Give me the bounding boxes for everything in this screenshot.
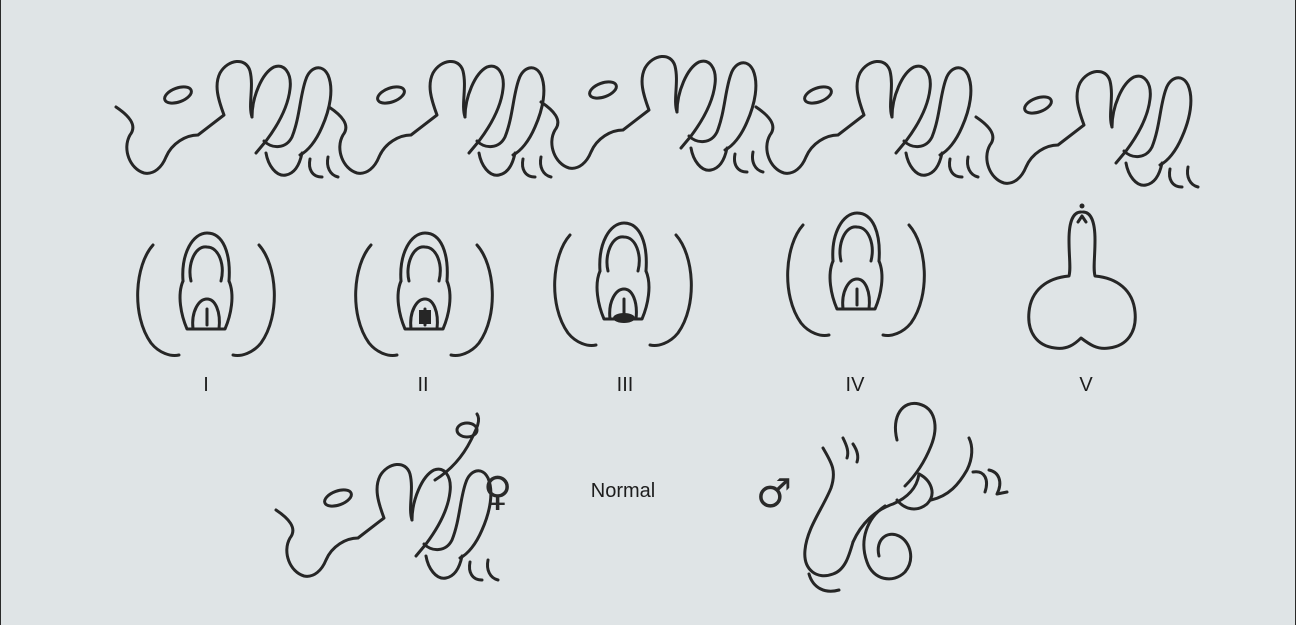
- sagittal-sketch-5: [976, 71, 1198, 187]
- front-sketch-4: [788, 213, 925, 336]
- male-symbol: ♂: [756, 474, 792, 514]
- stage-label-2: II: [417, 374, 428, 397]
- sagittal-sketch-4: [756, 61, 978, 177]
- front-sketch-5: [1029, 204, 1136, 349]
- normal-female-sketch: [276, 414, 498, 580]
- stage-label-5: V: [1079, 374, 1092, 397]
- front-sketch-2: [356, 233, 493, 356]
- stage-label-3: III: [617, 374, 634, 397]
- sagittal-sketch-3: [541, 56, 763, 172]
- normal-male-sketch: [805, 403, 1007, 591]
- sagittal-sketch-2: [329, 61, 551, 177]
- normal-label: Normal: [591, 480, 655, 503]
- stage-label-1: I: [203, 374, 209, 397]
- female-symbol: ♀: [483, 472, 512, 512]
- front-sketch-3: [555, 223, 692, 346]
- stage-label-4: IV: [846, 374, 865, 397]
- front-sketch-1: [138, 233, 275, 356]
- sagittal-sketch-1: [116, 61, 338, 177]
